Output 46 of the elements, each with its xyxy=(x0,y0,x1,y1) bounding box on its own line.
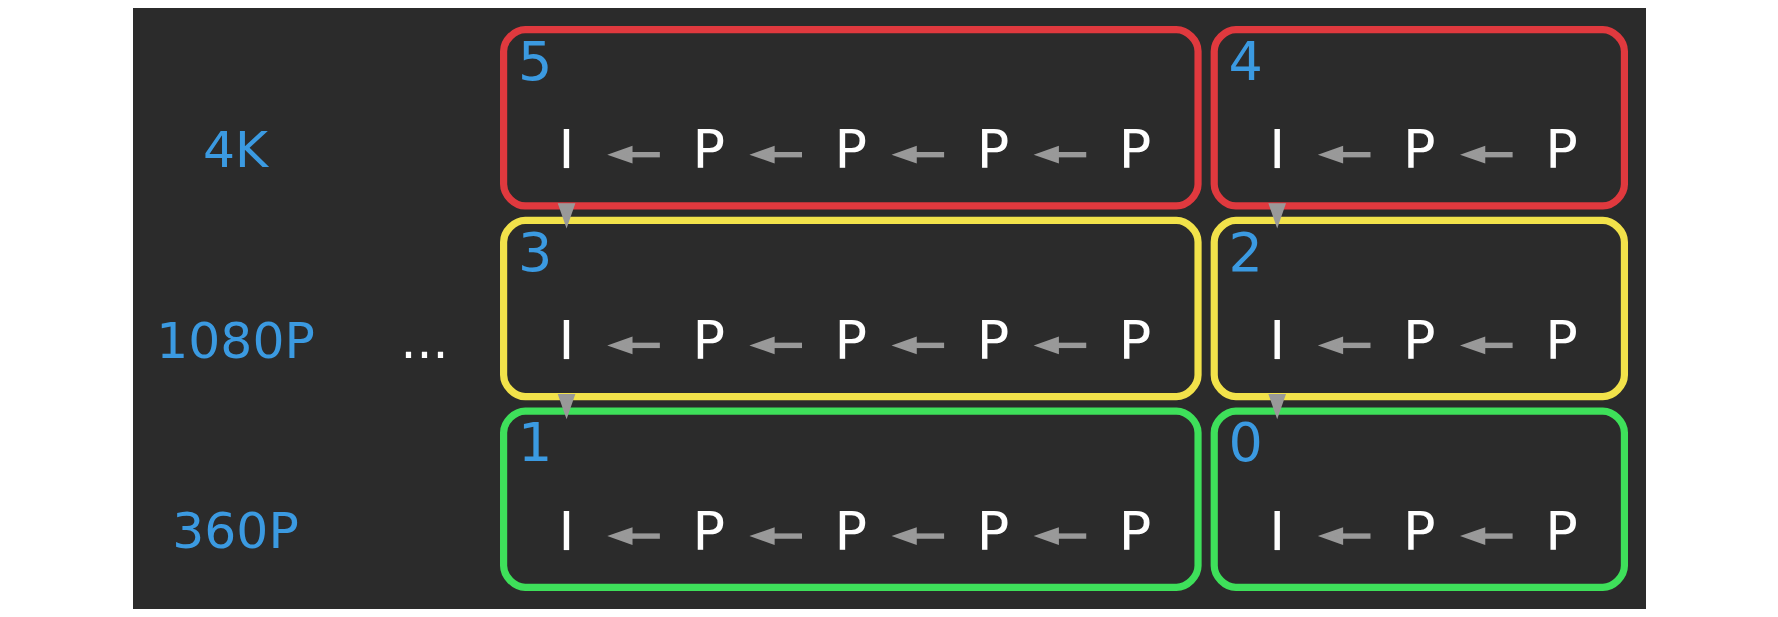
arrow xyxy=(748,336,802,355)
arrow xyxy=(1459,527,1513,545)
node-text: P xyxy=(1118,118,1151,182)
arrow xyxy=(1033,145,1086,164)
node-text: P xyxy=(834,308,867,372)
node-text: I xyxy=(558,499,575,563)
label: 4K xyxy=(202,120,268,180)
node-text: P xyxy=(834,118,867,182)
arrow xyxy=(1033,336,1086,355)
node-text: P xyxy=(1544,118,1578,182)
node-text: I xyxy=(1268,118,1285,182)
node-text: P xyxy=(976,118,1009,182)
arrow xyxy=(1317,527,1370,545)
node-text: P xyxy=(1118,499,1151,563)
node-text: P xyxy=(691,118,725,182)
node-text: I xyxy=(1268,308,1285,372)
arrow xyxy=(1317,336,1370,355)
node-text: P xyxy=(976,308,1009,372)
label: 360P xyxy=(171,501,299,561)
arrow xyxy=(891,527,944,545)
arrow xyxy=(891,145,944,164)
node-text: P xyxy=(834,499,867,563)
arrow xyxy=(748,527,802,545)
node-text: P xyxy=(691,308,725,372)
node-text: P xyxy=(976,499,1009,563)
arrow xyxy=(606,336,660,355)
node-text: P xyxy=(691,499,725,563)
node-text: P xyxy=(1544,499,1578,563)
arrow xyxy=(1033,527,1086,545)
arrow xyxy=(606,145,660,164)
node-text: P xyxy=(1544,308,1578,372)
node-text: I xyxy=(558,118,575,182)
node-text: P xyxy=(1402,118,1436,182)
arrow xyxy=(1317,145,1370,164)
arrow xyxy=(748,145,802,164)
arrow xyxy=(1459,145,1513,164)
arrow xyxy=(606,527,660,545)
node-text: P xyxy=(1402,308,1436,372)
arrow xyxy=(1459,336,1513,355)
node-text: P xyxy=(1402,499,1436,563)
node-text: I xyxy=(1268,499,1285,563)
node-text: I xyxy=(558,308,575,372)
label: 1080P xyxy=(155,310,315,370)
node-text: P xyxy=(1118,308,1151,372)
arrow xyxy=(891,336,944,355)
label: ... xyxy=(399,310,448,370)
